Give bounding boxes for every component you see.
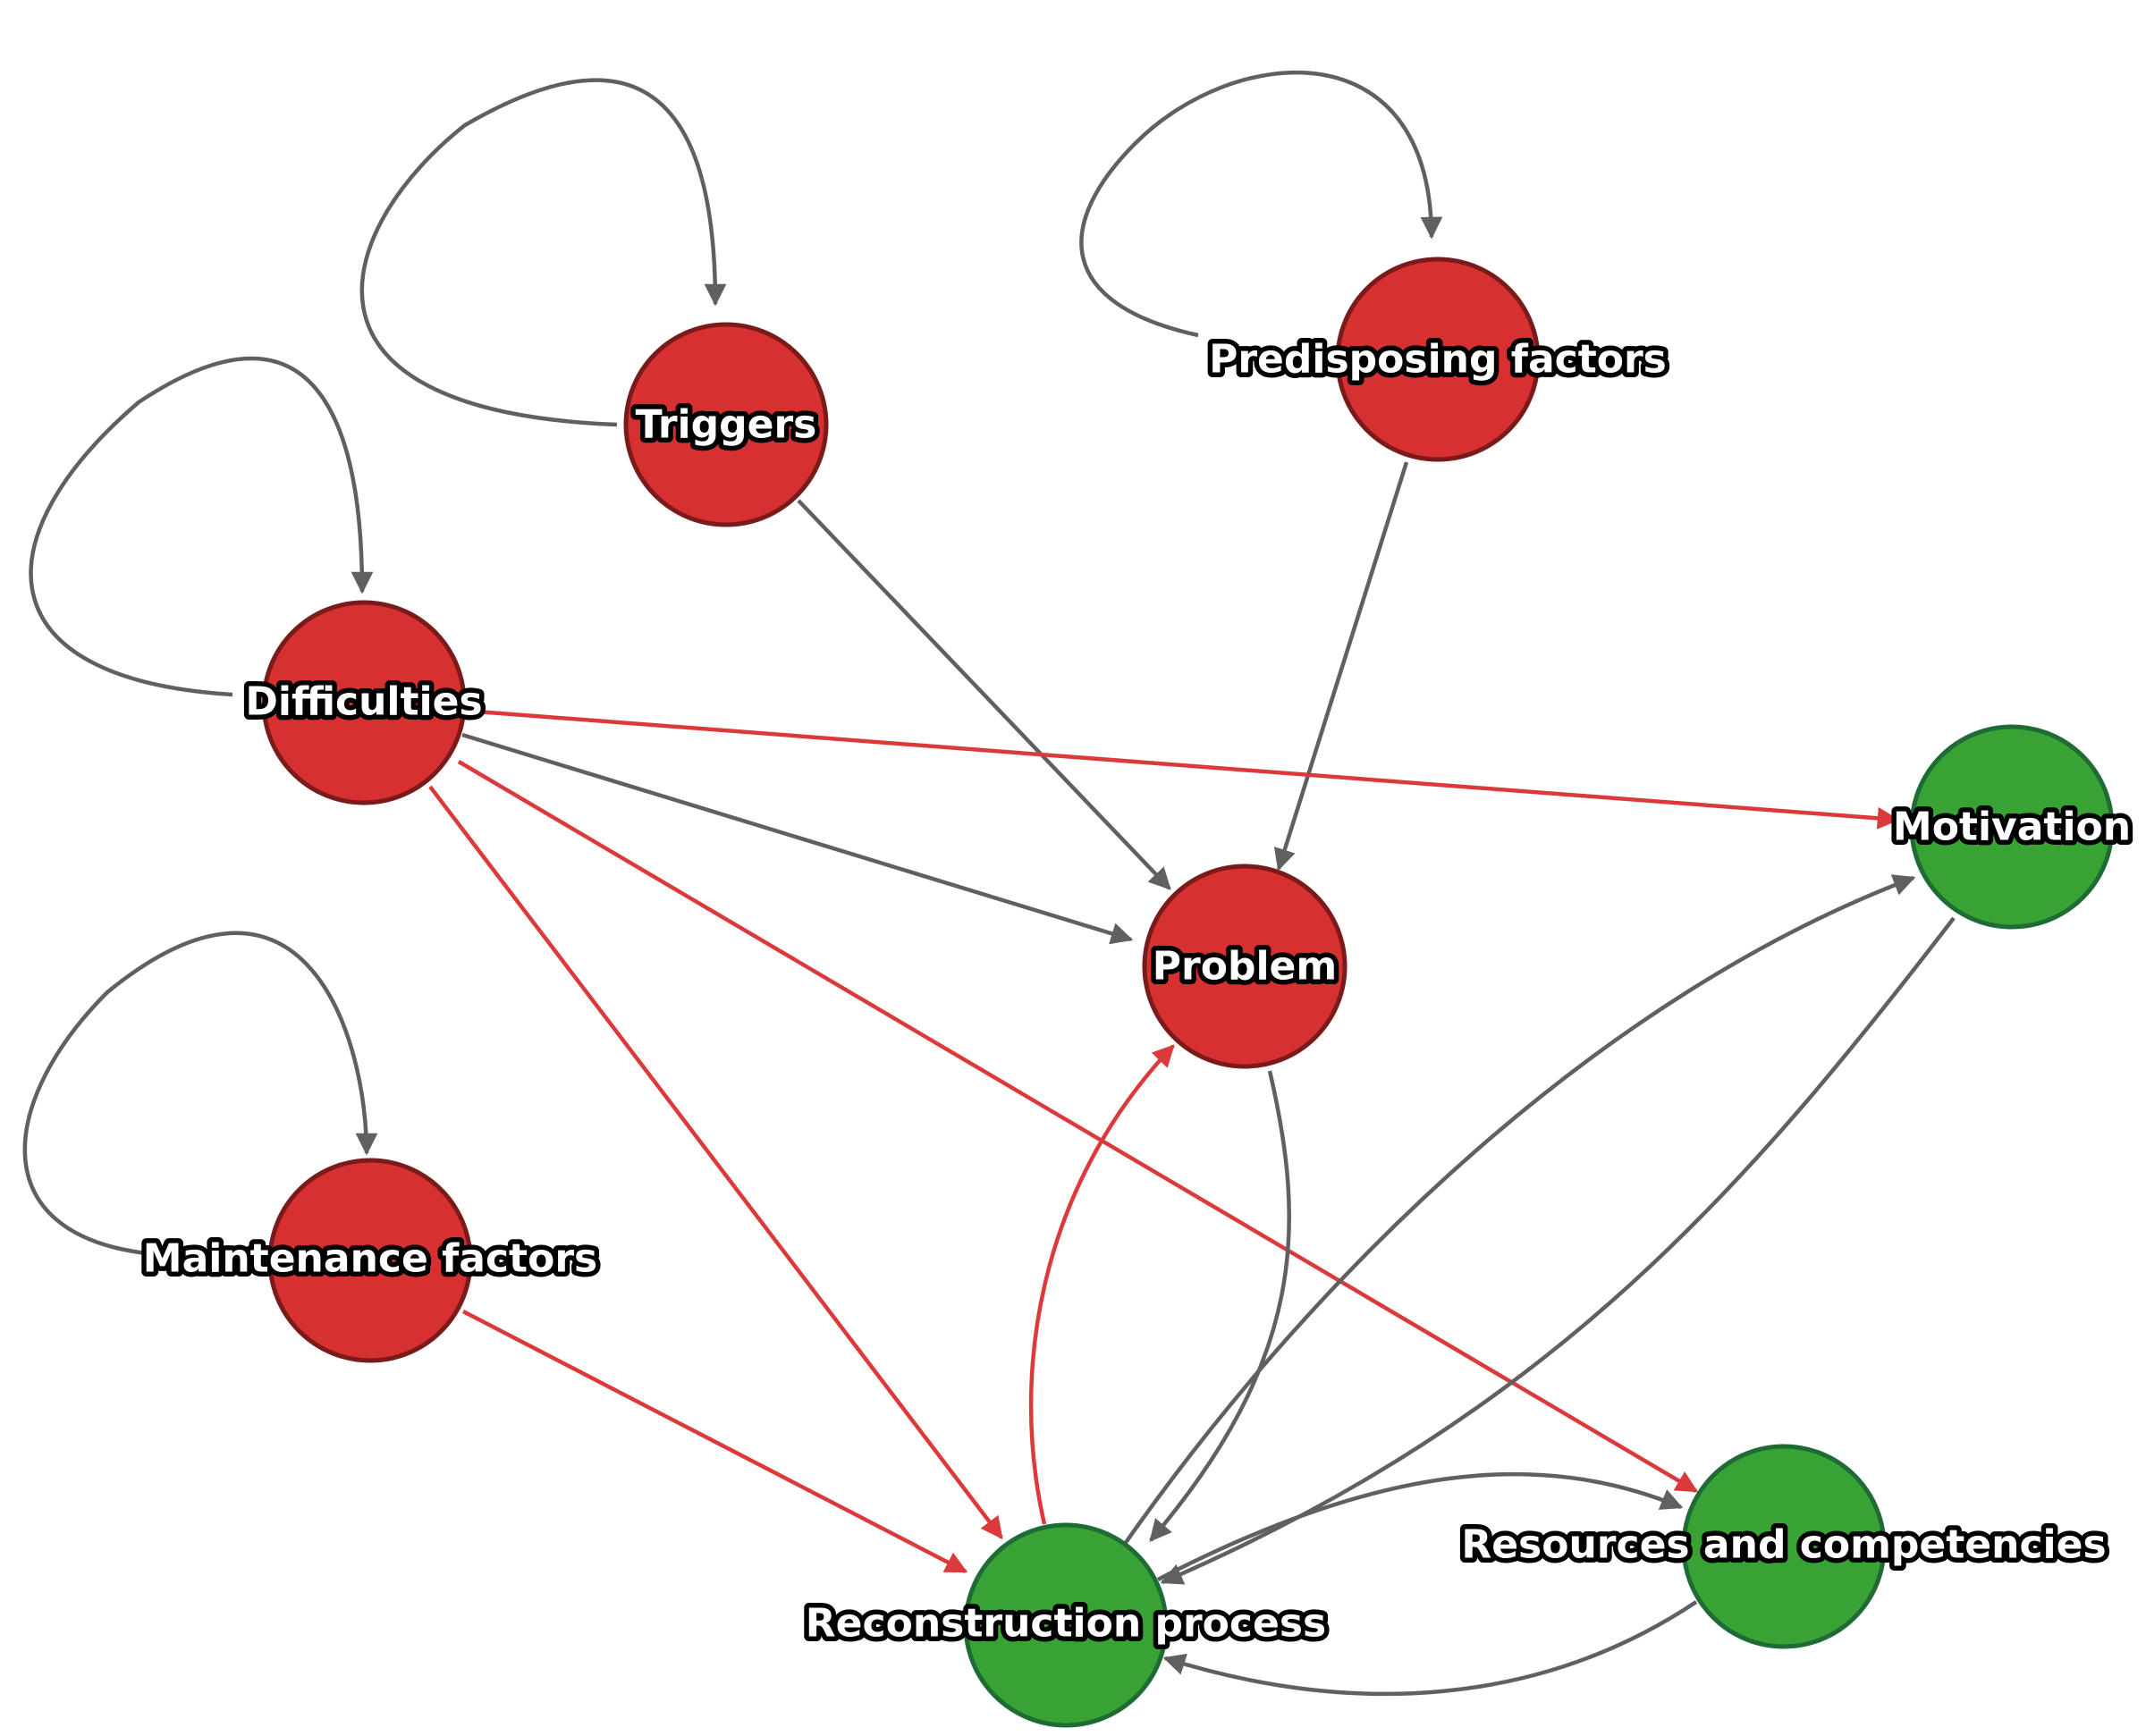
label-predisposing: Predisposing factors — [1209, 337, 1667, 383]
label-problem: Problem — [1153, 944, 1337, 990]
edge-triggers-to-problem — [797, 499, 1171, 890]
nodes-layer — [261, 257, 2115, 1728]
edge-difficulties-to-reconstruction — [428, 785, 1003, 1539]
edge-reconstruction-to-resources — [1156, 1471, 1684, 1581]
edge-maintenance-to-reconstruction — [461, 1310, 968, 1573]
labels-layer: Triggers Predisposing factors Difficulti… — [138, 332, 2135, 1651]
node-difficulties[interactable] — [261, 600, 467, 805]
label-triggers: Triggers — [636, 402, 817, 448]
node-triggers[interactable] — [623, 322, 829, 527]
edge-motivation-to-reconstruction — [1160, 916, 1956, 1585]
edge-problem-to-reconstruction — [1149, 1070, 1292, 1542]
node-maintenance[interactable] — [267, 1158, 473, 1363]
label-motivation: Motivation — [1893, 805, 2131, 850]
node-resources[interactable] — [1681, 1444, 1887, 1649]
label-maintenance: Maintenance factors — [143, 1236, 597, 1282]
edge-predisposing-self-loop — [1079, 70, 1443, 338]
edge-difficulties-self-loop — [29, 356, 374, 697]
edge-maintenance-self-loop — [22, 931, 378, 1256]
edge-difficulties-to-motivation — [464, 708, 1900, 830]
edges-layer — [22, 70, 1956, 1697]
edge-difficulties-to-problem — [461, 732, 1134, 945]
node-motivation[interactable] — [1909, 724, 2115, 930]
node-predisposing[interactable] — [1335, 257, 1541, 462]
edge-reconstruction-to-problem — [1028, 1044, 1175, 1525]
label-resources: Resources and competencies — [1461, 1522, 2106, 1568]
label-difficulties: Difficulties — [245, 679, 482, 725]
edge-triggers-self-loop — [359, 78, 727, 427]
edge-predisposing-to-problem — [1273, 461, 1409, 872]
node-problem[interactable] — [1142, 864, 1348, 1069]
edge-reconstruction-to-motivation — [1123, 874, 1916, 1546]
edge-resources-to-reconstruction — [1162, 1600, 1698, 1697]
node-reconstruction[interactable] — [963, 1522, 1169, 1728]
label-reconstruction: Reconstruction process — [806, 1601, 1326, 1647]
edge-difficulties-to-resources — [457, 760, 1699, 1493]
